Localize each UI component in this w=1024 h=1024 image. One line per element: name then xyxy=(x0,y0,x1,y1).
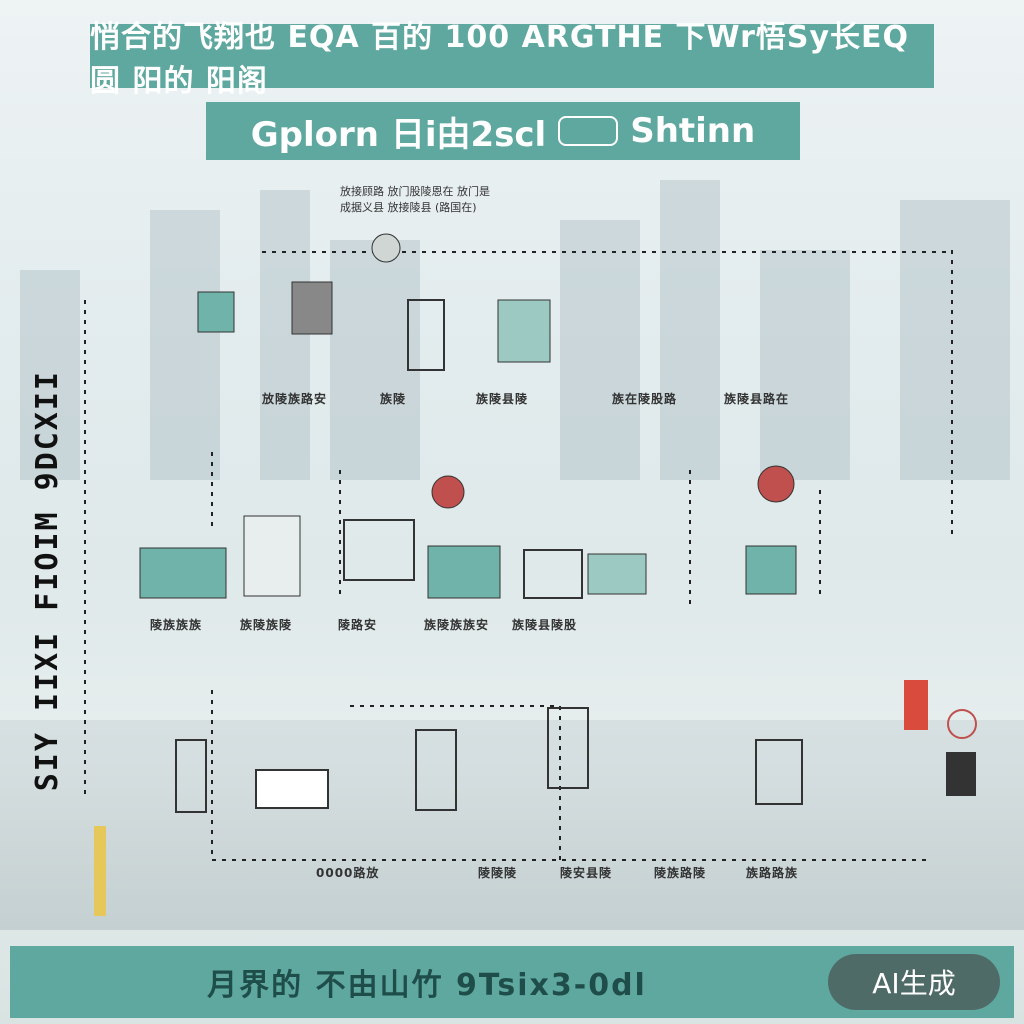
row2-label: 族陵县陵股 xyxy=(512,618,578,632)
subtitle-banner: Gplorn 日i由2scl Shtinn xyxy=(206,102,800,160)
footer-text: 月界的 不由山竹 9Tsix3-0dl xyxy=(207,968,647,1003)
row3-label: 族路路族 xyxy=(746,866,799,880)
row1-label: 族陵 xyxy=(380,392,407,406)
title-banner: 悄合的飞翔也 EQA 百的 100 ARGTHE 下Wr悟Sy长EQ圆 阳的 阳… xyxy=(90,20,934,99)
route-line-lower xyxy=(350,705,561,860)
row2-icons xyxy=(139,465,797,599)
background-river xyxy=(0,720,1024,930)
row3-label: 陵安县陵 xyxy=(560,866,613,880)
row3-label: 陵陵陵 xyxy=(478,866,518,880)
row3-icons xyxy=(94,680,977,916)
row1-label: 族陵县路在 xyxy=(724,392,790,406)
row3-label: 0000路放 xyxy=(316,866,380,880)
row2-label: 陵族族族 xyxy=(150,618,203,632)
subtitle-right: Shtinn xyxy=(630,111,756,151)
row1-label: 放陵族路安 xyxy=(262,392,328,406)
row2-label: 族陵族族安 xyxy=(424,618,490,632)
route-line-middle xyxy=(211,452,821,610)
row1-icons xyxy=(197,233,551,371)
row1-label: 族陵县陵 xyxy=(476,392,529,406)
ai-generated-badge: AI生成 xyxy=(828,954,1000,1010)
top-note: 放接顾路 放门股陵恩在 放门是 成据义县 放接陵县 (路国在) xyxy=(340,185,490,214)
ticket-icon xyxy=(558,116,619,146)
row3-label: 陵族路陵 xyxy=(654,866,707,880)
route-line-bottom xyxy=(211,690,930,861)
subtitle-left: Gplorn 日i由2scl xyxy=(250,114,547,155)
row2-label: 陵路安 xyxy=(338,618,378,632)
page-title: 悄合的飞翔也 EQA 百的 100 ARGTHE 下Wr悟Sy长EQ圆 阳的 阳… xyxy=(90,20,910,99)
row2-label: 族陵族陵 xyxy=(240,618,293,632)
row1-label: 族在陵股路 xyxy=(612,392,678,406)
